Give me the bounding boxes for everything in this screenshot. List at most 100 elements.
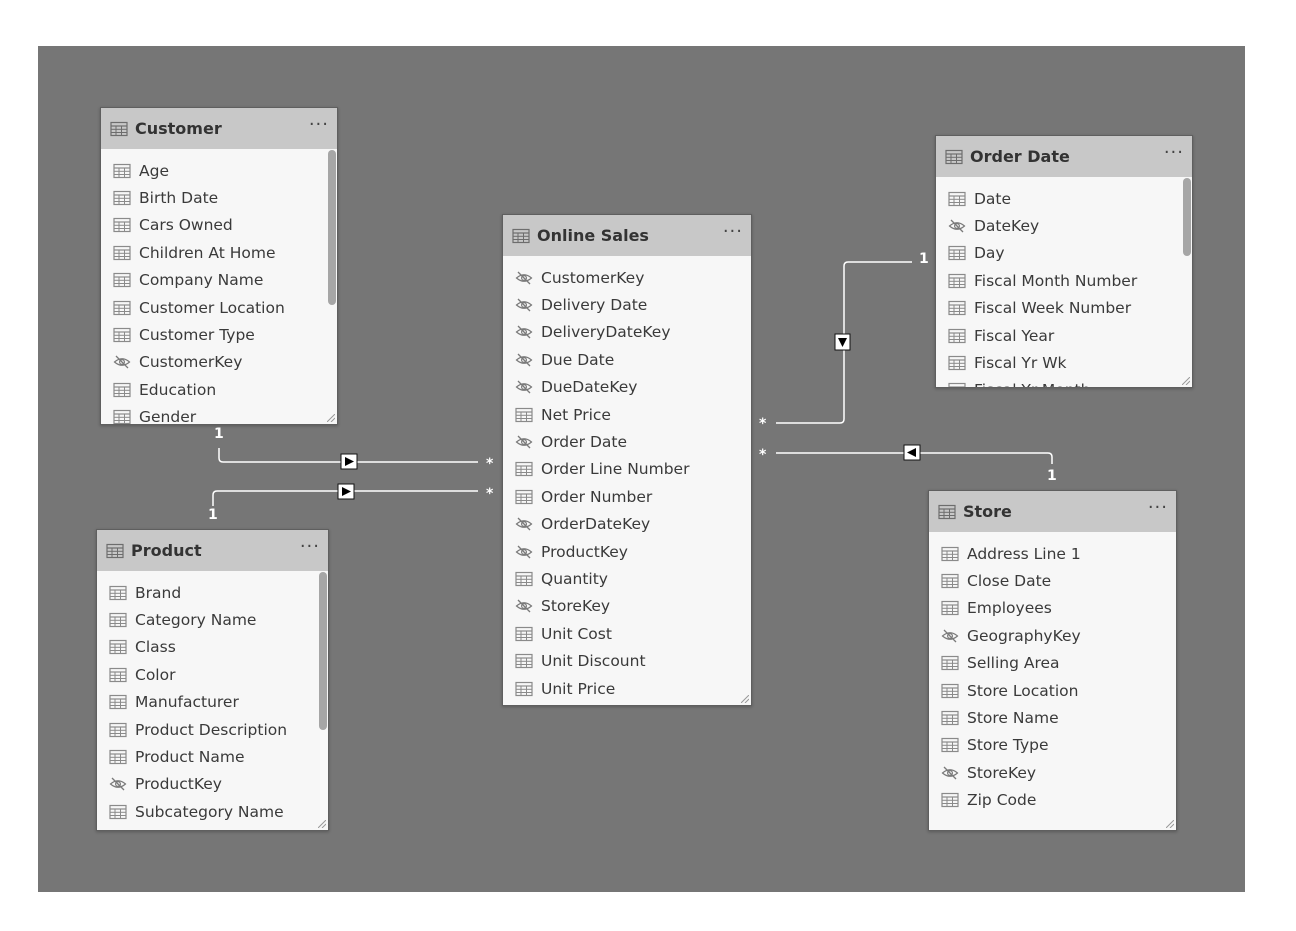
column-label: Due Date xyxy=(541,350,615,369)
column-item[interactable]: Order Date xyxy=(503,428,751,455)
column-icon xyxy=(941,600,959,616)
column-item[interactable]: StoreKey xyxy=(929,759,1176,786)
resize-grip-icon[interactable] xyxy=(1166,820,1174,828)
column-item[interactable]: Subcategory Name xyxy=(97,798,328,825)
column-item[interactable]: Company Name xyxy=(101,267,337,294)
scrollbar[interactable] xyxy=(1183,178,1191,256)
column-item[interactable]: ProductKey xyxy=(503,538,751,565)
column-item[interactable]: Brand xyxy=(97,579,328,606)
column-item[interactable]: Date xyxy=(936,185,1192,212)
table-title: Order Date xyxy=(970,147,1070,166)
scrollbar[interactable] xyxy=(328,150,336,305)
column-item[interactable]: Category Name xyxy=(97,606,328,633)
column-label: Day xyxy=(974,244,1005,263)
column-item[interactable]: Address Line 1 xyxy=(929,540,1176,567)
column-item[interactable]: Manufacturer xyxy=(97,689,328,716)
resize-grip-icon[interactable] xyxy=(327,414,335,422)
more-options-button[interactable]: ··· xyxy=(299,535,320,557)
column-item[interactable]: Unit Discount xyxy=(503,647,751,674)
column-item[interactable]: Product Name xyxy=(97,743,328,770)
table-header[interactable]: Online Sales ··· xyxy=(503,215,751,256)
column-item[interactable]: Class xyxy=(97,634,328,661)
column-item[interactable]: Customer Location xyxy=(101,294,337,321)
column-item[interactable]: Fiscal Month Number xyxy=(936,267,1192,294)
column-item[interactable]: Zip Code xyxy=(929,787,1176,814)
column-icon xyxy=(515,626,533,642)
column-item[interactable]: Quantity xyxy=(503,565,751,592)
column-label: Children At Home xyxy=(139,243,276,262)
column-item[interactable]: Selling Area xyxy=(929,650,1176,677)
column-item[interactable]: Gender xyxy=(101,404,337,424)
column-item[interactable]: Product Description xyxy=(97,716,328,743)
column-item[interactable]: Order Line Number xyxy=(503,456,751,483)
resize-grip-icon[interactable] xyxy=(1182,377,1190,385)
column-item[interactable]: CustomerKey xyxy=(503,264,751,291)
table-header[interactable]: Product ··· xyxy=(97,530,328,571)
column-item[interactable]: Close Date xyxy=(929,567,1176,594)
column-label: Fiscal Week Number xyxy=(974,299,1132,318)
hidden-eye-icon xyxy=(113,354,131,370)
table-header[interactable]: Customer ··· xyxy=(101,108,337,149)
column-item[interactable]: Birth Date xyxy=(101,184,337,211)
hidden-eye-icon xyxy=(515,516,533,532)
column-item[interactable]: Unit Cost xyxy=(503,620,751,647)
scrollbar[interactable] xyxy=(319,572,327,730)
column-item[interactable]: DateKey xyxy=(936,212,1192,239)
column-item[interactable]: DeliveryDateKey xyxy=(503,319,751,346)
column-icon xyxy=(948,245,966,261)
column-item[interactable]: Color xyxy=(97,661,328,688)
column-item[interactable]: ProductKey xyxy=(97,771,328,798)
column-icon xyxy=(113,300,131,316)
column-label: Fiscal Yr-Month xyxy=(974,381,1090,387)
column-item[interactable]: Net Price xyxy=(503,401,751,428)
column-item[interactable]: Day xyxy=(936,240,1192,267)
column-item[interactable]: StoreKey xyxy=(503,593,751,620)
column-icon xyxy=(113,409,131,424)
table-header[interactable]: Order Date ··· xyxy=(936,136,1192,177)
column-item[interactable]: Education xyxy=(101,376,337,403)
column-item[interactable]: CustomerKey xyxy=(101,349,337,376)
column-item[interactable]: Store Name xyxy=(929,704,1176,731)
column-icon xyxy=(109,585,127,601)
more-options-button[interactable]: ··· xyxy=(1163,141,1184,163)
column-item[interactable]: Due Date xyxy=(503,346,751,373)
column-item[interactable]: Fiscal Week Number xyxy=(936,295,1192,322)
cardinality-many-label: * xyxy=(486,456,494,472)
column-item[interactable]: Fiscal Yr-Month xyxy=(936,377,1192,387)
column-item[interactable]: Customer Type xyxy=(101,321,337,348)
column-icon xyxy=(941,683,959,699)
column-item[interactable]: DueDateKey xyxy=(503,374,751,401)
column-item[interactable]: Delivery Date xyxy=(503,291,751,318)
column-item[interactable]: OrderDateKey xyxy=(503,511,751,538)
hidden-eye-icon xyxy=(941,765,959,781)
more-options-button[interactable]: ··· xyxy=(1147,496,1168,518)
column-item[interactable]: Unit Cost xyxy=(97,826,328,830)
column-item[interactable]: Order Number xyxy=(503,483,751,510)
resize-grip-icon[interactable] xyxy=(741,695,749,703)
column-item[interactable]: Store Type xyxy=(929,732,1176,759)
column-item[interactable]: Age xyxy=(101,157,337,184)
more-options-button[interactable]: ··· xyxy=(308,113,329,135)
column-item[interactable]: Fiscal Year xyxy=(936,322,1192,349)
column-item[interactable]: Children At Home xyxy=(101,239,337,266)
column-item[interactable]: Unit Price xyxy=(503,675,751,702)
table-icon xyxy=(110,121,128,137)
resize-grip-icon[interactable] xyxy=(318,820,326,828)
column-item[interactable]: Employees xyxy=(929,595,1176,622)
table-header[interactable]: Store ··· xyxy=(929,491,1176,532)
column-item[interactable]: Fiscal Yr Wk xyxy=(936,349,1192,376)
more-options-button[interactable]: ··· xyxy=(722,220,743,242)
column-item[interactable]: GeographyKey xyxy=(929,622,1176,649)
column-item[interactable]: Cars Owned xyxy=(101,212,337,239)
column-item[interactable]: Store Location xyxy=(929,677,1176,704)
